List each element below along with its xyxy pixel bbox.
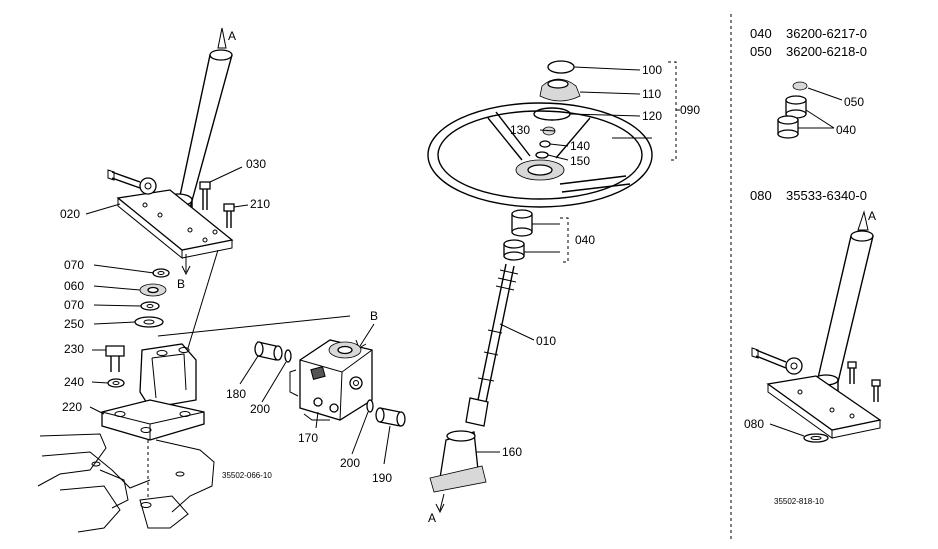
left-assembly: A [37, 27, 351, 533]
bracket-plate [107, 169, 234, 260]
label-060: 060 [64, 279, 84, 293]
drawing-code-left: 35502-066-10 [222, 471, 272, 480]
bolt-230 [105, 345, 125, 372]
label-050: 050 [844, 95, 864, 109]
bush-040-lower [777, 115, 799, 139]
label-040-right: 040 [836, 123, 856, 137]
column-assembly-right [751, 230, 882, 439]
label-250: 250 [64, 317, 84, 331]
fitting-190 [375, 407, 406, 427]
label-020: 020 [60, 207, 80, 221]
label-010: 010 [536, 334, 556, 348]
row2-part-number: 36200-6218-0 [786, 44, 867, 59]
label-160: 160 [502, 445, 522, 459]
label-130: 130 [510, 123, 530, 137]
right-panel: 040 36200-6217-0 050 36200-6218-0 050 04… [744, 26, 882, 506]
bolt-210 [223, 203, 235, 228]
label-150: 150 [570, 154, 590, 168]
ring-200-left [284, 349, 292, 363]
ring-080 [803, 433, 829, 443]
label-180: 180 [226, 387, 246, 401]
label-110: 110 [642, 87, 661, 101]
washer-150 [535, 151, 549, 159]
label-arrow-b-valve: B [370, 309, 378, 323]
arrow-b-icon [181, 254, 191, 276]
label-arrow-b: B [177, 277, 185, 291]
label-120: 120 [642, 109, 662, 123]
label-200-right: 200 [340, 456, 360, 470]
arrow-a-icon [217, 27, 227, 49]
label-200-left: 200 [250, 402, 270, 416]
row2-ref: 050 [750, 44, 772, 59]
steering-wheel-assembly: 100 110 120 090 130 140 150 040 010 160 … [427, 60, 700, 525]
fitting-180 [254, 341, 283, 361]
label-100: 100 [642, 63, 662, 77]
label-070-top: 070 [64, 258, 84, 272]
label-240: 240 [64, 375, 84, 389]
row1-ref: 040 [750, 26, 772, 41]
label-230: 230 [64, 342, 84, 356]
bracket-040 [560, 217, 569, 263]
washer-140 [539, 140, 551, 148]
row1-part-number: 36200-6217-0 [786, 26, 867, 41]
washer-070-bottom [140, 301, 160, 311]
label-070-bottom: 070 [64, 298, 84, 312]
steering-wheel-rim [427, 102, 653, 208]
chassis-outline [37, 433, 215, 533]
horn-110 [539, 78, 581, 102]
mount-bracket [101, 343, 205, 441]
arrow-a-bottom-icon [435, 493, 445, 514]
steering-shaft [465, 263, 519, 427]
label-220: 220 [62, 400, 82, 414]
ring-200-right [366, 399, 374, 413]
label-190: 190 [372, 471, 392, 485]
label-arrow-a-right: A [868, 209, 876, 223]
label-080: 080 [744, 417, 764, 431]
label-170: 170 [298, 431, 318, 445]
label-040: 040 [575, 233, 595, 247]
label-210: 210 [250, 197, 270, 211]
arrow-a-right-icon [857, 210, 869, 231]
boot-160 [429, 430, 487, 493]
bushing-040-lower [503, 239, 525, 261]
bushing-040-upper [511, 209, 533, 237]
washer-240 [107, 378, 125, 388]
ring-120 [533, 107, 571, 121]
row3-ref: 080 [750, 188, 772, 203]
bolt-030 [199, 181, 211, 210]
label-arrow-a-bottom: A [428, 511, 436, 525]
row3-part-number: 35533-6340-0 [786, 188, 867, 203]
label-090: 090 [680, 103, 700, 117]
label-arrow-a: A [228, 29, 236, 43]
cap-100 [547, 60, 575, 74]
label-030: 030 [246, 157, 266, 171]
bush-040-upper [785, 95, 807, 119]
drawing-code-right: 35502-818-10 [774, 497, 824, 506]
label-140: 140 [570, 139, 590, 153]
bush-050 [792, 81, 808, 91]
valve-body [289, 339, 373, 421]
steering-valve-assembly: B [226, 309, 406, 485]
arrow-b-valve-icon [355, 323, 375, 349]
bracket-090 [668, 61, 677, 161]
plate-250 [134, 316, 164, 328]
washer-070-top [152, 268, 170, 278]
